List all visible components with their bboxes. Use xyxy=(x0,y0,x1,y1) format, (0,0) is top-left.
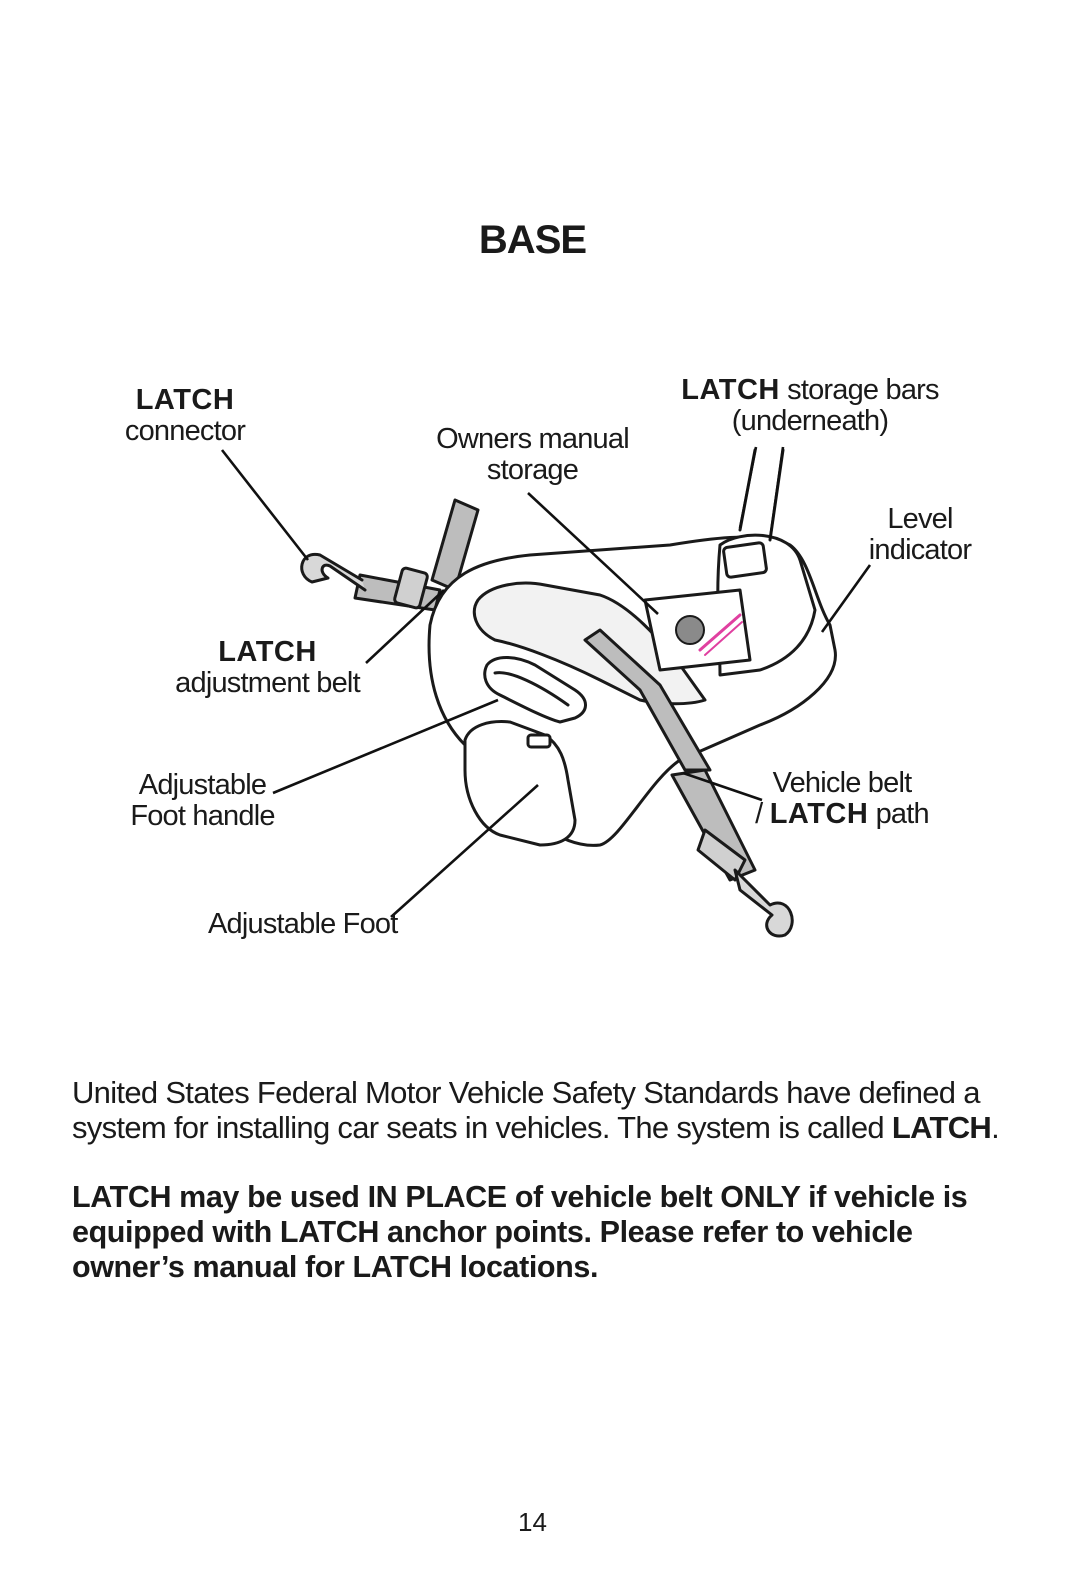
label-adjustable-foot-handle: Adjustable Foot handle xyxy=(130,769,275,832)
latch-warning: LATCH may be used IN PLACE of vehicle be… xyxy=(72,1180,968,1284)
leader-storage-bar-left xyxy=(738,446,758,529)
leader-foot-handle xyxy=(272,698,499,795)
label-latch-adjustment-belt: LATCH adjustment belt xyxy=(175,636,360,699)
leader-vehicle-belt xyxy=(682,771,763,802)
leader-latch-connector xyxy=(220,449,310,561)
adjustable-foot xyxy=(463,720,577,847)
vehicle-belt-path xyxy=(583,628,712,772)
leader-storage-bar-right xyxy=(768,446,785,541)
page-number: 14 xyxy=(518,1507,547,1537)
page-title: BASE xyxy=(478,218,587,262)
lower-latch-hook xyxy=(733,868,794,938)
label-latch-storage-bars: LATCH storage bars (underneath) xyxy=(681,374,939,437)
label-adjustable-foot: Adjustable Foot xyxy=(208,908,398,940)
latch-connector-hook xyxy=(300,552,367,592)
leader-adjustable-foot xyxy=(390,784,539,918)
label-vehicle-belt-latch-path: Vehicle belt / LATCH path xyxy=(755,767,929,830)
level-indicator-window xyxy=(722,541,768,579)
leader-level-indicator xyxy=(820,564,872,633)
label-latch-connector: LATCH connector xyxy=(124,384,246,447)
label-level-indicator: Level indicator xyxy=(868,503,972,566)
latch-description-paragraph: United States Federal Motor Vehicle Safe… xyxy=(72,1075,1000,1145)
latch-buckle xyxy=(393,566,429,610)
leader-adjustment-belt xyxy=(365,589,445,664)
label-owners-manual-storage: Owners manual storage xyxy=(436,423,629,486)
leader-owners-manual xyxy=(527,492,659,615)
